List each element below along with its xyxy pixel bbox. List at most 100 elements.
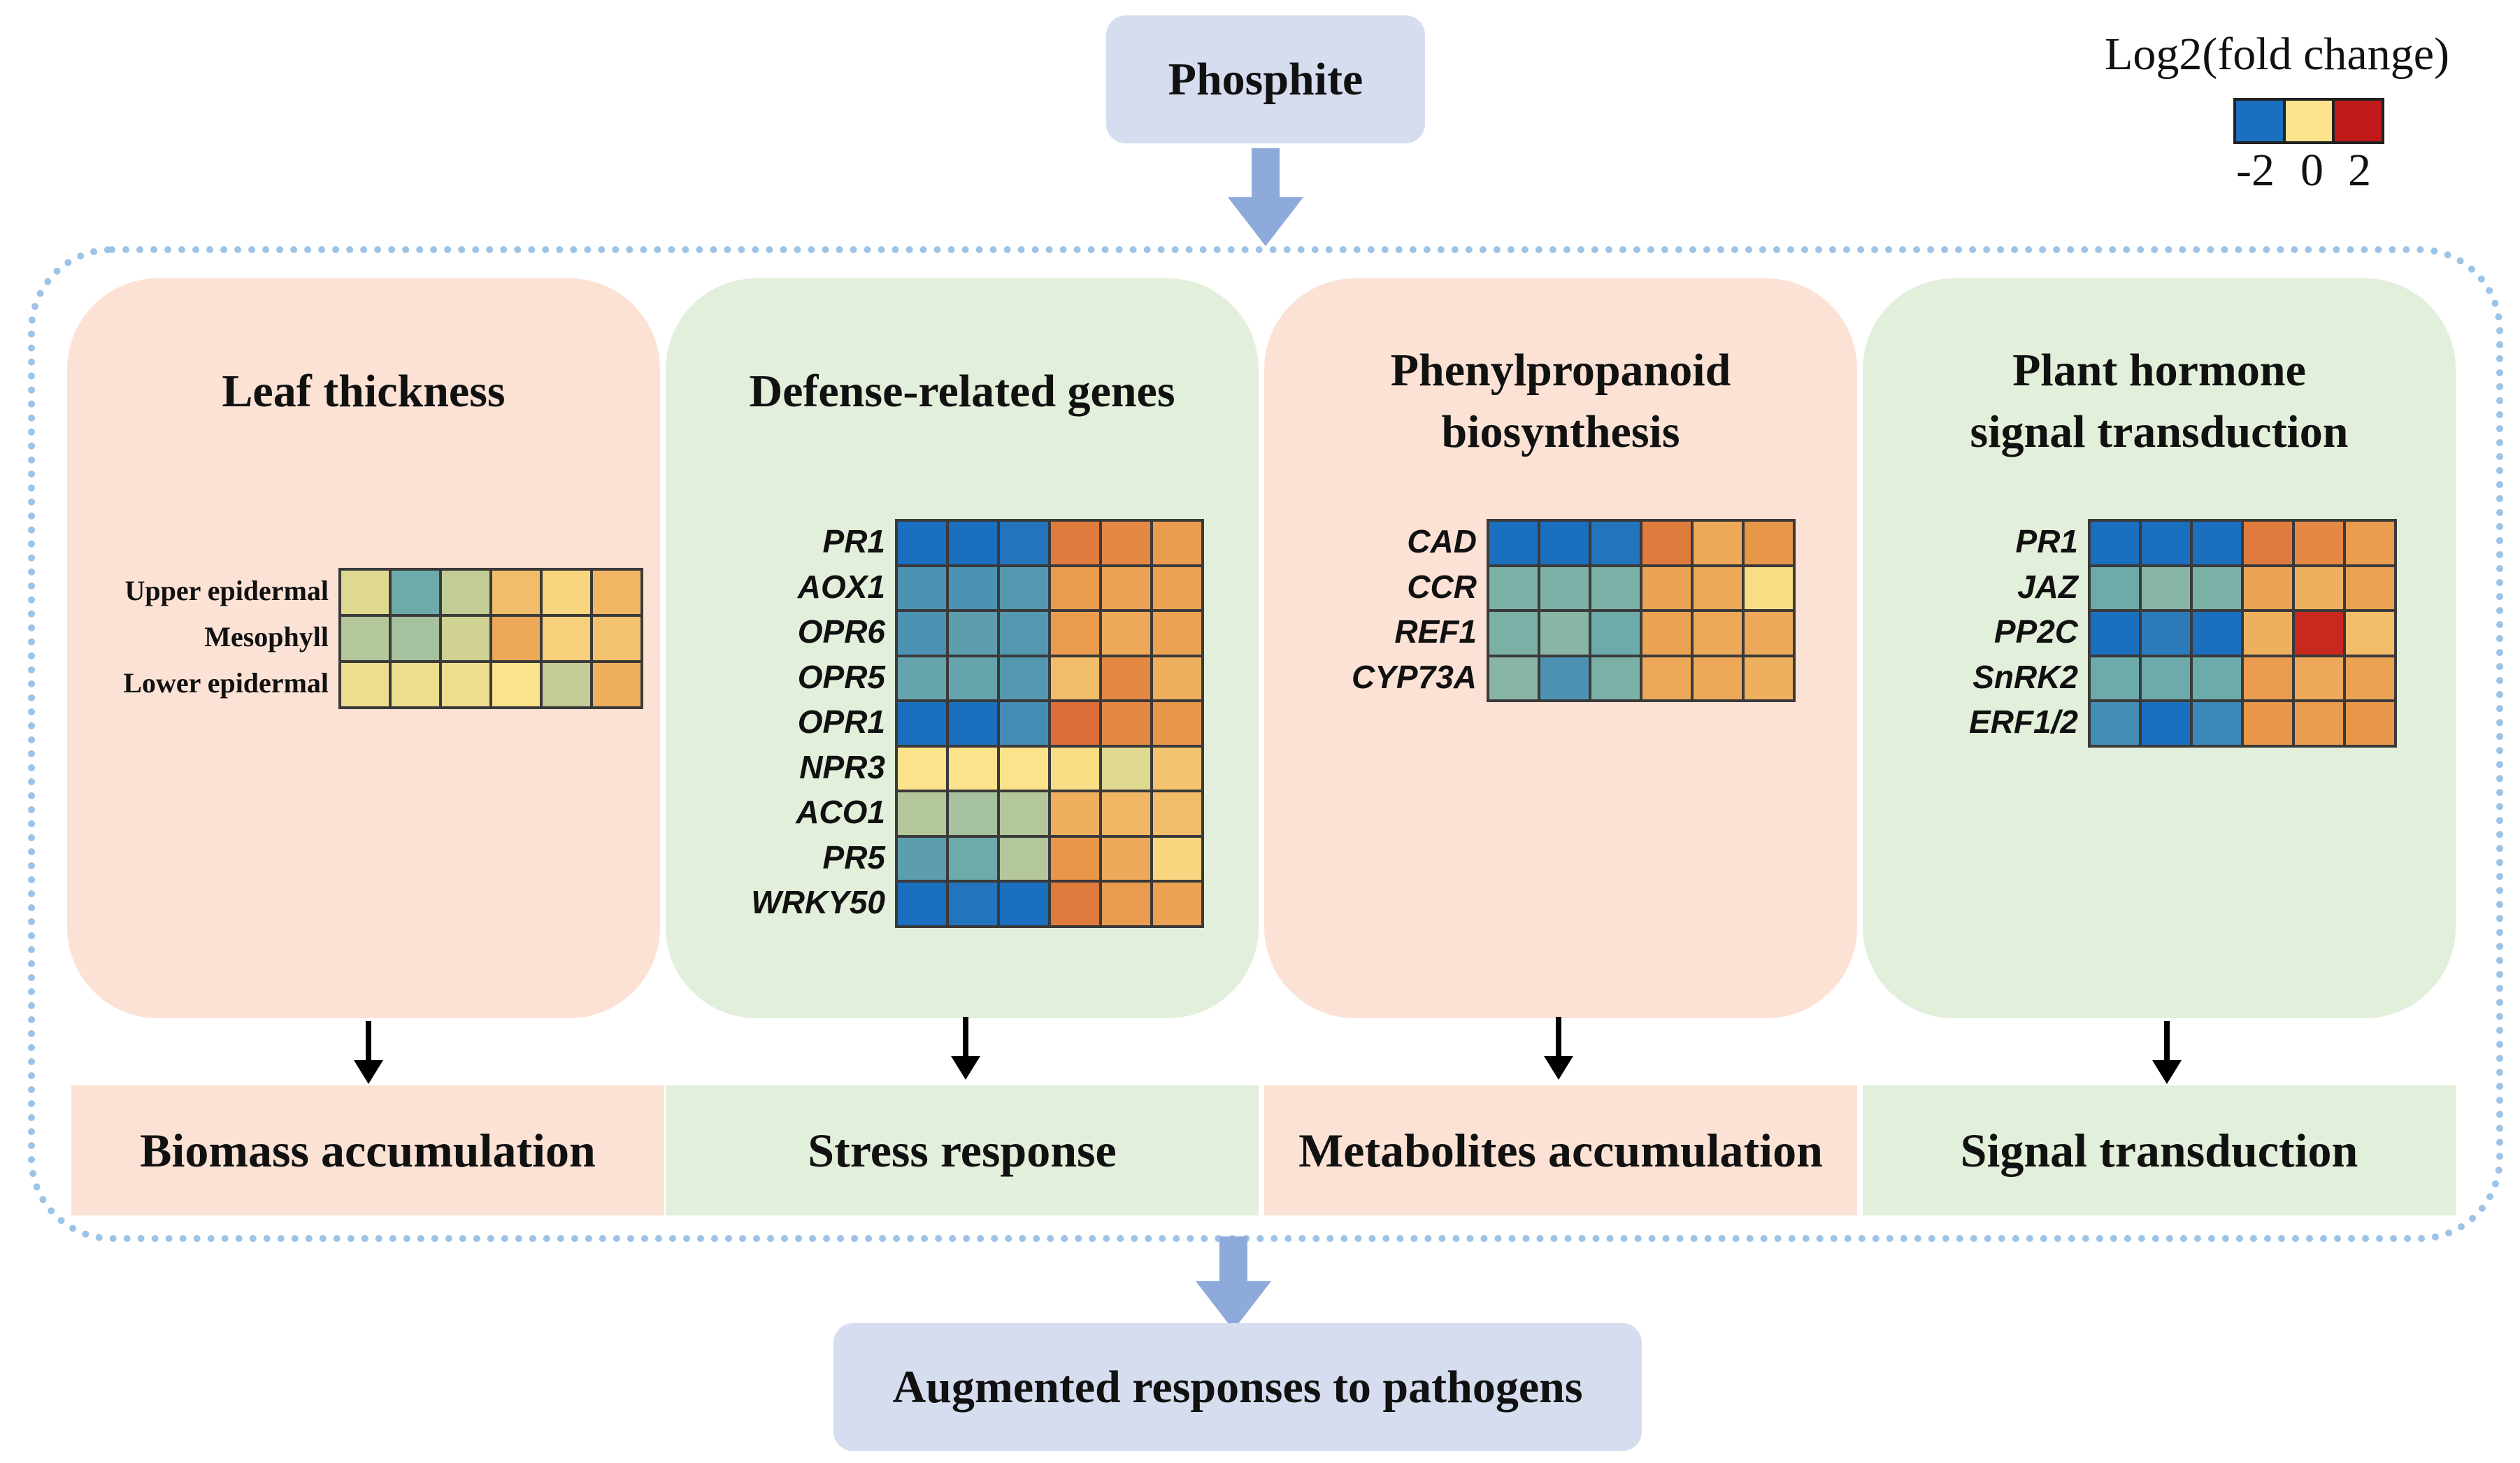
augmented-responses-box: Augmented responses to pathogens bbox=[833, 1323, 1642, 1451]
heatmap-cell bbox=[895, 880, 949, 928]
heatmap-cell bbox=[895, 834, 949, 883]
heatmap-cell bbox=[1589, 609, 1642, 657]
heatmap-cell bbox=[2241, 699, 2295, 748]
heatmap-cell bbox=[338, 614, 392, 663]
heatmap-cell bbox=[946, 564, 1000, 612]
heatmap-cell bbox=[1691, 654, 1745, 702]
heatmap-cell bbox=[1538, 609, 1591, 657]
heatmap-cell bbox=[997, 519, 1051, 567]
legend-swatch bbox=[2332, 101, 2382, 141]
heatmap-cell bbox=[1150, 609, 1204, 657]
heatmap-cell bbox=[1048, 790, 1102, 838]
heatmap-cell bbox=[1150, 699, 1204, 748]
heatmap-row bbox=[1487, 519, 1796, 567]
heatmap-cell bbox=[338, 660, 392, 709]
heatmap-cell bbox=[1487, 609, 1540, 657]
heatmap-row-label: CAD bbox=[1407, 523, 1477, 560]
legend-tick-0: 0 bbox=[2300, 145, 2324, 196]
heatmap-cell bbox=[1150, 880, 1204, 928]
panel-title-defense-genes: Defense-related genes bbox=[749, 366, 1175, 417]
heatmap-cell bbox=[2088, 519, 2142, 567]
heatmap-cell bbox=[590, 614, 643, 663]
heatmap-cell bbox=[946, 880, 1000, 928]
heatmap-cell bbox=[2292, 564, 2346, 612]
heatmap-cell bbox=[439, 660, 492, 709]
heatmap-cell bbox=[2343, 564, 2397, 612]
heatmap-grid bbox=[895, 519, 1204, 928]
pathway-frame bbox=[28, 246, 2503, 1242]
phosphite-label: Phosphite bbox=[1168, 53, 1363, 105]
heatmap-cell bbox=[1099, 654, 1153, 702]
heatmap-row bbox=[895, 744, 1204, 792]
heatmap-cell bbox=[1742, 519, 1796, 567]
heatmap-cell bbox=[997, 790, 1051, 838]
heatmap-row bbox=[895, 519, 1204, 567]
heatmap-cell bbox=[1538, 654, 1591, 702]
heatmap-cell bbox=[2190, 699, 2244, 748]
heatmap-row-label: REF1 bbox=[1394, 613, 1477, 650]
heatmap-cell bbox=[1691, 519, 1745, 567]
heatmap-cell bbox=[1742, 564, 1796, 612]
heatmap-cell bbox=[2241, 564, 2295, 612]
heatmap-row-label: SnRK2 bbox=[1973, 658, 2078, 695]
arrow-down-icon bbox=[951, 1017, 980, 1080]
heatmap-cell bbox=[489, 568, 543, 617]
heatmap-cell bbox=[2241, 609, 2295, 657]
heatmap-cell bbox=[997, 699, 1051, 748]
heatmap-cell bbox=[489, 660, 543, 709]
heatmap-cell bbox=[946, 744, 1000, 792]
heatmap-grid bbox=[338, 568, 643, 709]
heatmap-row bbox=[895, 609, 1204, 657]
heatmap-row-label: CYP73A bbox=[1352, 658, 1477, 695]
heatmap-cell bbox=[540, 614, 593, 663]
heatmap-row-label: PR1 bbox=[2015, 523, 2078, 560]
heatmap-cell bbox=[1150, 790, 1204, 838]
heatmap-cell bbox=[389, 568, 442, 617]
heatmap-cell bbox=[2088, 564, 2142, 612]
heatmap-cell bbox=[1099, 609, 1153, 657]
outcome-signal-transduction: Signal transduction bbox=[1863, 1085, 2456, 1215]
heatmap-cell bbox=[2292, 654, 2346, 702]
panel-title-leaf-thickness: Leaf thickness bbox=[222, 366, 506, 417]
heatmap-grid bbox=[1487, 519, 1796, 702]
heatmap-cell bbox=[2139, 654, 2193, 702]
heatmap-cell bbox=[2292, 699, 2346, 748]
outcome-stress-response: Stress response bbox=[666, 1085, 1259, 1215]
heatmap-cell bbox=[1099, 564, 1153, 612]
heatmap-row-label: OPR1 bbox=[797, 704, 885, 741]
heatmap-row bbox=[2088, 519, 2397, 567]
heatmap-cell bbox=[1048, 834, 1102, 883]
heatmap-cell bbox=[2241, 654, 2295, 702]
panel-title-phenylpropanoid: Phenylpropanoid biosynthesis bbox=[1390, 345, 1731, 457]
heatmap-cell bbox=[1099, 519, 1153, 567]
heatmap-cell bbox=[2139, 519, 2193, 567]
heatmap-cell bbox=[1048, 519, 1102, 567]
heatmap-cell bbox=[1048, 699, 1102, 748]
arrow-down-icon bbox=[1544, 1017, 1573, 1080]
heatmap-cell bbox=[946, 519, 1000, 567]
heatmap-cell bbox=[1048, 654, 1102, 702]
heatmap-row bbox=[2088, 654, 2397, 702]
heatmap-row bbox=[895, 834, 1204, 883]
heatmap-row bbox=[338, 614, 643, 663]
heatmap-cell bbox=[1742, 654, 1796, 702]
heatmap-cell bbox=[1691, 564, 1745, 612]
heatmap-cell bbox=[2088, 609, 2142, 657]
heatmap-cell bbox=[997, 654, 1051, 702]
panel-title-plant-hormone: Plant hormone signal transduction bbox=[1970, 345, 2349, 457]
heatmap-cell bbox=[997, 834, 1051, 883]
heatmap-row bbox=[895, 564, 1204, 612]
heatmap-cell bbox=[2190, 609, 2244, 657]
heatmap-cell bbox=[1640, 519, 1694, 567]
heatmap-cell bbox=[1589, 564, 1642, 612]
augmented-responses-label: Augmented responses to pathogens bbox=[892, 1361, 1583, 1413]
heatmap-row-label: JAZ bbox=[2017, 568, 2078, 605]
heatmap-cell bbox=[2139, 699, 2193, 748]
legend-tick-2: 2 bbox=[2348, 145, 2371, 196]
heatmap-cell bbox=[1099, 699, 1153, 748]
heatmap-row-label: OPR6 bbox=[797, 613, 885, 650]
heatmap-cell bbox=[1691, 609, 1745, 657]
heatmap-cell bbox=[2190, 564, 2244, 612]
heatmap-cell bbox=[2343, 699, 2397, 748]
heatmap-cell bbox=[946, 699, 1000, 748]
